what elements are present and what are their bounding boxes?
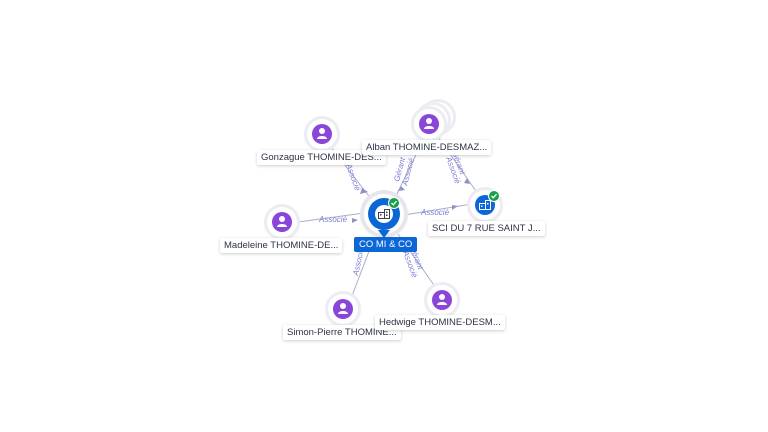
person-node-simon[interactable] [328, 294, 358, 324]
edge-company-sci [403, 203, 473, 216]
person-label-gonzague[interactable]: Gonzague THOMINE-DES... [257, 150, 386, 165]
verified-check-icon [488, 190, 500, 202]
verified-check-icon [388, 197, 400, 209]
person-node-madeleine[interactable] [267, 207, 297, 237]
building-icon [378, 209, 390, 219]
edge-madeleine-company [297, 212, 365, 223]
building-icon [479, 200, 491, 210]
person-label-madeleine[interactable]: Madeleine THOMINE-DE... [220, 238, 343, 253]
arrow-icon [398, 186, 405, 191]
arrow-icon [464, 178, 470, 184]
person-icon [437, 294, 447, 305]
person-label-alban[interactable]: Alban THOMINE-DESMAZ... [362, 140, 492, 155]
person-node-gonzague[interactable] [307, 119, 337, 149]
arrow-icon [452, 205, 458, 210]
edge-label-sci: Associé [420, 208, 450, 217]
person-label-simon[interactable]: Simon-Pierre THOMINE... [283, 325, 401, 340]
company-label-sci[interactable]: SCI DU 7 RUE SAINT J... [428, 221, 545, 236]
edge-label-madeleine: Associé [318, 215, 348, 224]
map-pin-tip [378, 230, 390, 238]
person-icon [424, 118, 434, 129]
arrow-icon [352, 218, 358, 223]
arrow-icon [360, 188, 368, 194]
person-icon [277, 216, 287, 227]
person-icon [317, 128, 327, 139]
person-icon [338, 303, 348, 314]
person-node-hedwige[interactable] [427, 285, 457, 315]
person-label-hedwige[interactable]: Hedwige THOMINE-DESM... [375, 315, 505, 330]
edge-label-gonzague: Associé [344, 162, 363, 193]
person-node-alban[interactable] [414, 109, 444, 139]
company-label-main[interactable]: CO MI & CO [354, 237, 418, 252]
